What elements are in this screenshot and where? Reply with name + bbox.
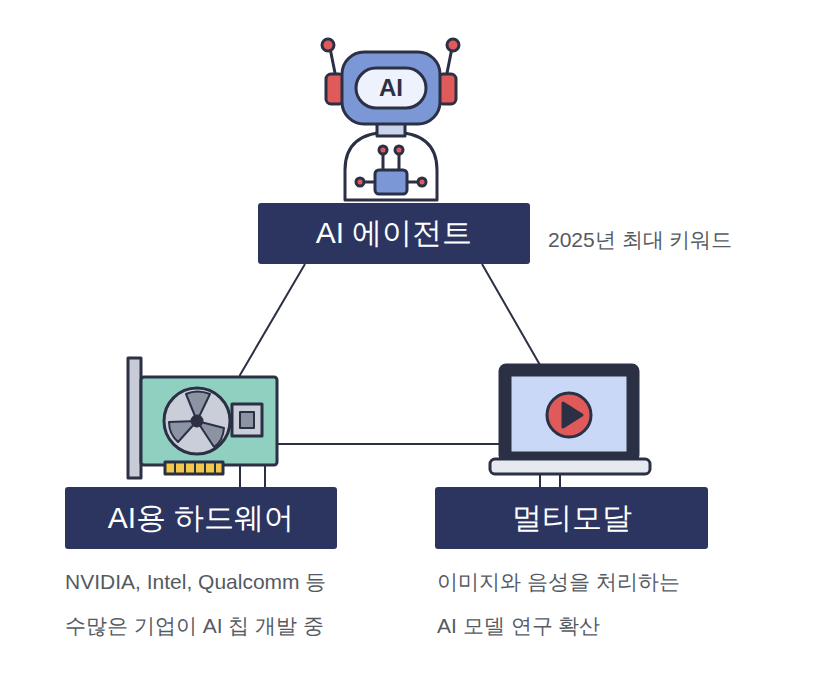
gpu-card-icon [128,358,277,478]
robot-visor-text: AI [361,73,421,103]
robot-icon [322,39,459,200]
box-title: AI 에이전트 [316,213,473,254]
multimodal-note: 이미지와 음성을 처리하는 AI 모델 연구 확산 [437,560,695,648]
box-title: 멀티모달 [512,498,632,539]
keyword-box: AI용 하드웨어 [65,487,337,549]
box-title: AI용 하드웨어 [108,498,295,539]
keyword-box: 멀티모달 [435,487,708,549]
keyword-box: AI 에이전트 [258,203,530,264]
hardware-note: NVIDIA, Intel, Qualcomm 등 수많은 기업이 AI 칩 개… [65,560,365,648]
keyword-note: 2025년 최대 키워드 [548,218,788,262]
laptop-icon [490,365,650,474]
